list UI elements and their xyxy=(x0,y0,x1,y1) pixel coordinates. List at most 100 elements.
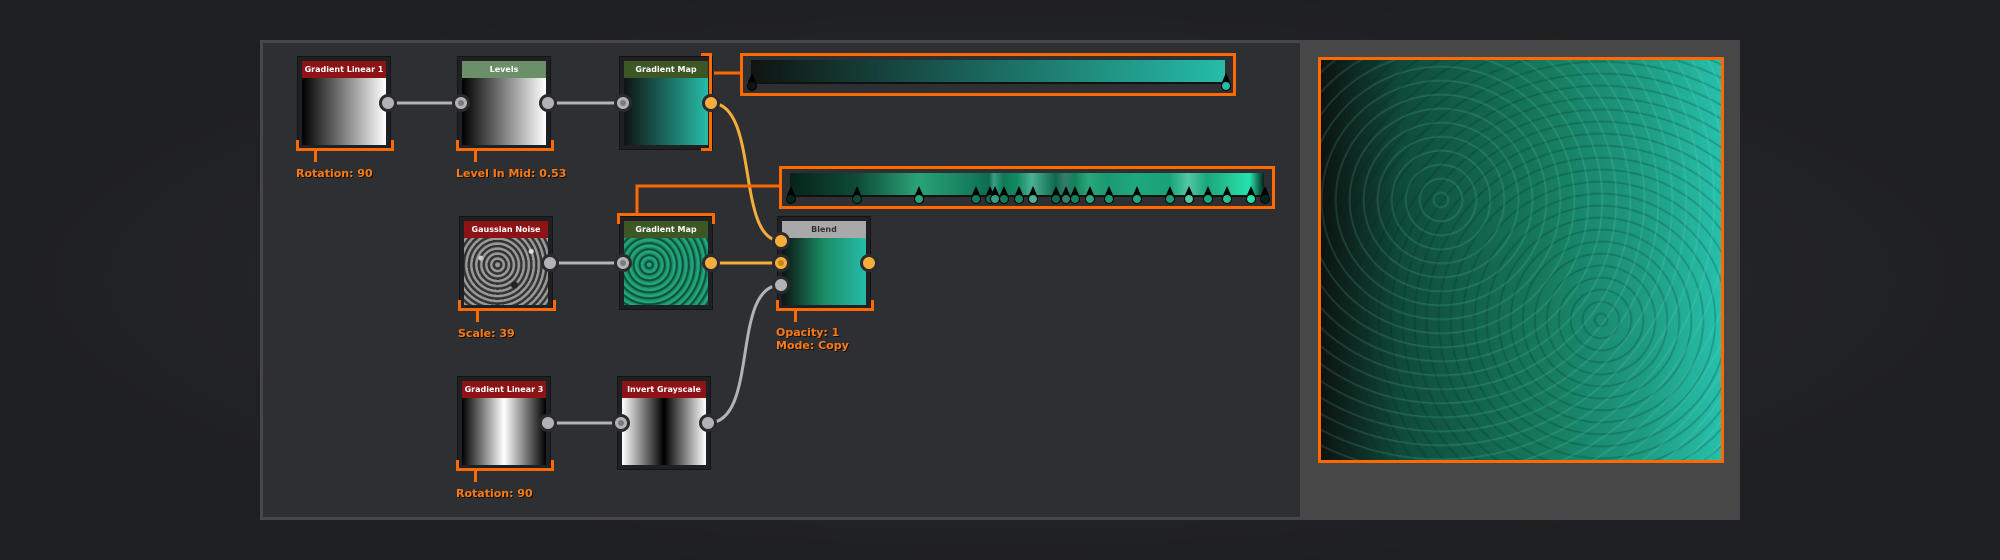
gradient-stop-handle[interactable] xyxy=(1183,186,1195,206)
node-title: Gradient Map xyxy=(624,221,708,238)
stop-color-swatch xyxy=(1103,194,1114,204)
gradient-stop-handle[interactable] xyxy=(785,186,797,206)
node-invert-grayscale[interactable]: Invert Grayscale xyxy=(617,376,711,470)
wire-gradient-map-1-to-blend xyxy=(710,101,782,243)
node-gradient-linear-1[interactable]: Gradient Linear 1 xyxy=(297,56,391,150)
input-port-mask[interactable] xyxy=(772,276,790,294)
stop-color-swatch xyxy=(1245,194,1256,204)
stop-marker-icon xyxy=(1000,186,1009,195)
gradient-stop-handle[interactable] xyxy=(1221,186,1233,206)
stop-marker-icon xyxy=(1223,186,1232,195)
stop-marker-icon xyxy=(787,186,795,195)
stop-marker-icon xyxy=(1028,186,1037,195)
gradient-stop-handle[interactable] xyxy=(998,186,1010,206)
gradient-stops xyxy=(786,186,1270,206)
stop-color-swatch xyxy=(786,194,796,204)
output-port[interactable] xyxy=(539,414,557,432)
stop-color-swatch xyxy=(1222,194,1233,204)
gradient-stop-handle[interactable] xyxy=(1220,73,1232,93)
preview-noise-pattern xyxy=(1321,60,1721,460)
node-thumbnail xyxy=(624,238,708,305)
node-thumbnail xyxy=(782,238,866,305)
stop-color-swatch xyxy=(913,194,924,204)
gradient-editor-2[interactable] xyxy=(779,166,1275,209)
input-port-background[interactable] xyxy=(772,254,790,272)
param-bracket xyxy=(776,300,874,311)
stop-marker-icon xyxy=(1222,73,1230,82)
stop-marker-icon xyxy=(986,186,995,195)
node-thumbnail xyxy=(462,78,546,145)
gradient-bar[interactable] xyxy=(790,173,1264,197)
output-port[interactable] xyxy=(702,254,720,272)
gradient-bar[interactable] xyxy=(751,60,1225,84)
stop-color-swatch xyxy=(999,194,1010,204)
stop-color-swatch xyxy=(1260,194,1270,204)
param-bracket xyxy=(458,300,556,311)
node-title: Gradient Linear 3 xyxy=(462,381,546,398)
node-gradient-map-2[interactable]: Gradient Map xyxy=(619,216,713,310)
gradient-stop-handle[interactable] xyxy=(1027,186,1039,206)
node-gaussian-noise[interactable]: Gaussian Noise xyxy=(459,216,553,310)
stop-marker-icon xyxy=(1261,186,1269,195)
stop-marker-icon xyxy=(748,73,756,82)
output-port[interactable] xyxy=(541,254,559,272)
node-levels[interactable]: Levels xyxy=(457,56,551,150)
stop-marker-icon xyxy=(1185,186,1194,195)
param-stem xyxy=(474,470,477,482)
output-port[interactable] xyxy=(860,254,878,272)
stop-marker-icon xyxy=(1061,186,1070,195)
input-port[interactable] xyxy=(612,414,630,432)
param-bracket xyxy=(296,140,394,151)
output-port[interactable] xyxy=(539,94,557,112)
node-title: Levels xyxy=(462,61,546,78)
node-title: Gradient Map xyxy=(624,61,708,78)
gradient-stop-handle[interactable] xyxy=(1164,186,1176,206)
node-thumbnail xyxy=(624,78,708,145)
input-port[interactable] xyxy=(452,94,470,112)
gradient-stop-handle[interactable] xyxy=(970,186,982,206)
gradient-stop-handle[interactable] xyxy=(1069,186,1081,206)
gradient-stop-handle[interactable] xyxy=(1103,186,1115,206)
gradient-stop-handle[interactable] xyxy=(1245,186,1257,206)
gradient-stop-handle[interactable] xyxy=(746,73,758,93)
param-label: Rotation: 90 xyxy=(456,487,533,500)
gradient-stop-handle[interactable] xyxy=(1084,186,1096,206)
node-gradient-map-1[interactable]: Gradient Map xyxy=(619,56,713,150)
gradient-stop-handle[interactable] xyxy=(851,186,863,206)
gradient-stop-handle[interactable] xyxy=(1259,186,1271,206)
stop-color-swatch xyxy=(1203,194,1214,204)
gradient-stop-handle[interactable] xyxy=(913,186,925,206)
output-port[interactable] xyxy=(379,94,397,112)
node-gradient-linear-3[interactable]: Gradient Linear 3 xyxy=(457,376,551,470)
stop-marker-icon xyxy=(853,186,862,195)
stop-color-swatch xyxy=(970,194,981,204)
param-stem xyxy=(794,310,797,322)
param-stem xyxy=(474,150,477,162)
input-port-foreground[interactable] xyxy=(772,232,790,250)
stop-marker-icon xyxy=(1166,186,1175,195)
stop-marker-icon xyxy=(914,186,923,195)
stop-color-swatch xyxy=(1070,194,1081,204)
stop-marker-icon xyxy=(971,186,980,195)
stop-color-swatch xyxy=(852,194,863,204)
output-port[interactable] xyxy=(702,94,720,112)
output-port[interactable] xyxy=(699,414,717,432)
input-port[interactable] xyxy=(614,254,632,272)
stop-marker-icon xyxy=(1085,186,1094,195)
gradient-stop-handle[interactable] xyxy=(1131,186,1143,206)
stop-color-swatch xyxy=(1084,194,1095,204)
node-blend[interactable]: Blend xyxy=(777,216,871,310)
param-bracket xyxy=(456,460,554,471)
param-label-mode: Mode: Copy xyxy=(776,339,849,352)
stop-color-swatch xyxy=(1221,81,1231,91)
gradient-stop-handle[interactable] xyxy=(1202,186,1214,206)
stop-marker-icon xyxy=(1246,186,1255,195)
node-title: Gaussian Noise xyxy=(464,221,548,238)
gradient-editor-1[interactable] xyxy=(740,53,1236,96)
texture-preview[interactable] xyxy=(1318,57,1724,463)
stop-color-swatch xyxy=(1132,194,1143,204)
gradient-stop-handle[interactable] xyxy=(1013,186,1025,206)
param-label-opacity: Opacity: 1 xyxy=(776,326,840,339)
input-port[interactable] xyxy=(614,94,632,112)
